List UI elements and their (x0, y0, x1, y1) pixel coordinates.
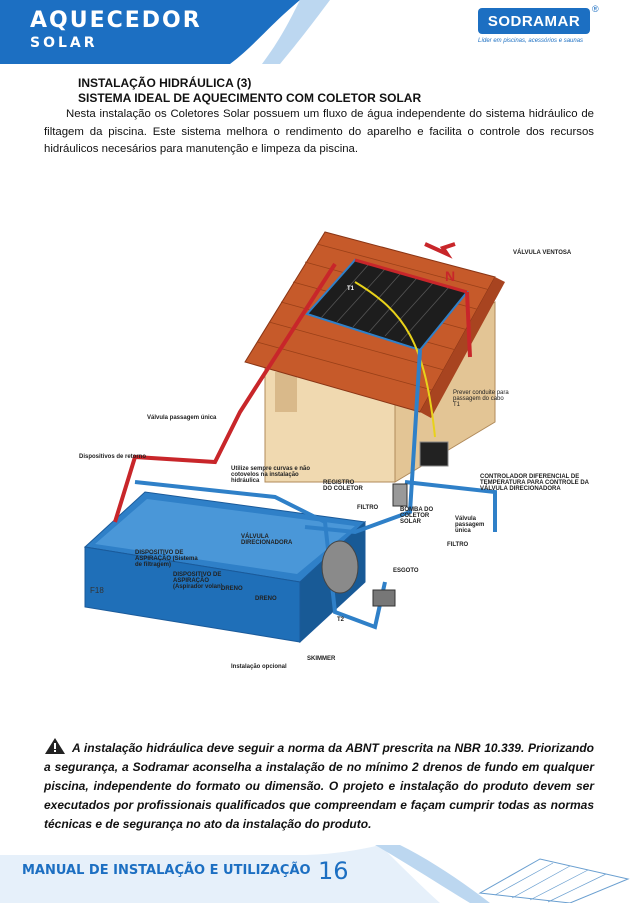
collector-hot-header (354, 258, 468, 294)
sensor-cable-t1 (354, 281, 436, 438)
logo-tagline: Líder em piscinas, acessórios e saunas (478, 38, 584, 44)
brand-title: AQUECEDOR SOLAR (30, 8, 202, 51)
logo-registered-mark: ® (592, 4, 599, 14)
section-title: INSTALAÇÃO HIDRÁULICA (3) (78, 76, 252, 90)
roof-edge (420, 277, 505, 418)
brand-line-2: SOLAR (30, 35, 98, 51)
sodramar-logo: SODRAMAR ® Líder em piscinas, acessórios… (478, 4, 602, 58)
curvas-note-label: Utilize sempre curvas e não cotovelos na… (231, 466, 311, 484)
hot-outlet-pipe (465, 291, 472, 358)
collector-tubes (320, 263, 450, 342)
valvula-passagem-unica-top-label: Válvula passagem única (147, 415, 217, 421)
header-wave-shape (0, 0, 330, 64)
warning-text: A instalação hidráulica deve seguir a no… (44, 741, 594, 831)
pool-surface (95, 499, 355, 574)
dispositivo-aspiracao-2-label: DISPOSITIVO DE ASPIRAÇÃO (Aspirador vola… (173, 572, 223, 590)
window-shutter (275, 372, 297, 412)
valvula-ventosa-label: VÁLVULA VENTOSA (513, 250, 572, 256)
logo-box: SODRAMAR (478, 8, 590, 34)
brand-line-1: AQUECEDOR (30, 8, 202, 33)
dispositivo-aspiracao-1-label: DISPOSITIVO DE ASPIRAÇÃO (Sistema de fil… (135, 550, 198, 568)
figure-number: F18 (90, 586, 104, 595)
warning-icon (45, 738, 65, 754)
t1-label: T1 (347, 286, 355, 292)
section-subtitle: SISTEMA IDEAL DE AQUECIMENTO COM COLETOR… (78, 91, 422, 105)
north-label: N (445, 268, 456, 284)
filtro-right-label: FILTRO (447, 542, 469, 548)
cold-supply-pipe (304, 349, 422, 535)
diagram-illustration (83, 231, 505, 644)
collector-drawing (478, 858, 630, 903)
page-number: 16 (318, 857, 349, 885)
pump-pipe (404, 480, 497, 532)
dispositivos-retorno-label: Dispositivos de retorno (79, 454, 147, 460)
registro-coletor-label: REGISTRO DO COLETOR (323, 480, 363, 492)
page-footer (0, 845, 638, 903)
page-header: AQUECEDOR SOLAR SODRAMAR ® Líder em pisc… (0, 0, 638, 64)
hot-return-pipe (113, 262, 337, 523)
installation-diagram: N T1 VÁLVULA VENTOSA Prever conduite par… (75, 222, 605, 678)
valvula-direcionadora-label: VÁLVULA DIRECIONADORA (241, 534, 293, 546)
skimmer-label: SKIMMER (307, 656, 336, 662)
safety-warning: A instalação hidráulica deve seguir a no… (44, 737, 594, 834)
temperature-controller (419, 441, 449, 467)
esgoto-label: ESGOTO (393, 568, 419, 574)
north-arrow (424, 242, 456, 259)
footer-wave-shape (0, 845, 630, 903)
filtration-pump (372, 589, 396, 607)
dreno-2-label: DRENO (255, 596, 277, 602)
filter-tank (321, 540, 359, 594)
valvula-passagem-unica-right-label: Válvula passagem única (455, 516, 485, 534)
filtro-top-label: FILTRO (357, 505, 379, 511)
t2-label: T2 (337, 617, 345, 623)
instalacao-opcional-label: Instalação opcional (231, 664, 287, 670)
prever-conduite-label: Prever conduite para passagem do cabo T1 (453, 390, 509, 408)
collector-pump (392, 483, 408, 507)
manual-title: MANUAL DE INSTALAÇÃO E UTILIZAÇÃO (22, 863, 311, 878)
bomba-coletor-label: BOMBA DO COLETOR SOLAR (400, 507, 434, 525)
dreno-1-label: DRENO (221, 586, 243, 592)
intro-paragraph: Nesta instalação os Coletores Solar poss… (44, 108, 594, 155)
controlador-label: CONTROLADOR DIFERENCIAL DE TEMPERATURA P… (480, 474, 589, 492)
